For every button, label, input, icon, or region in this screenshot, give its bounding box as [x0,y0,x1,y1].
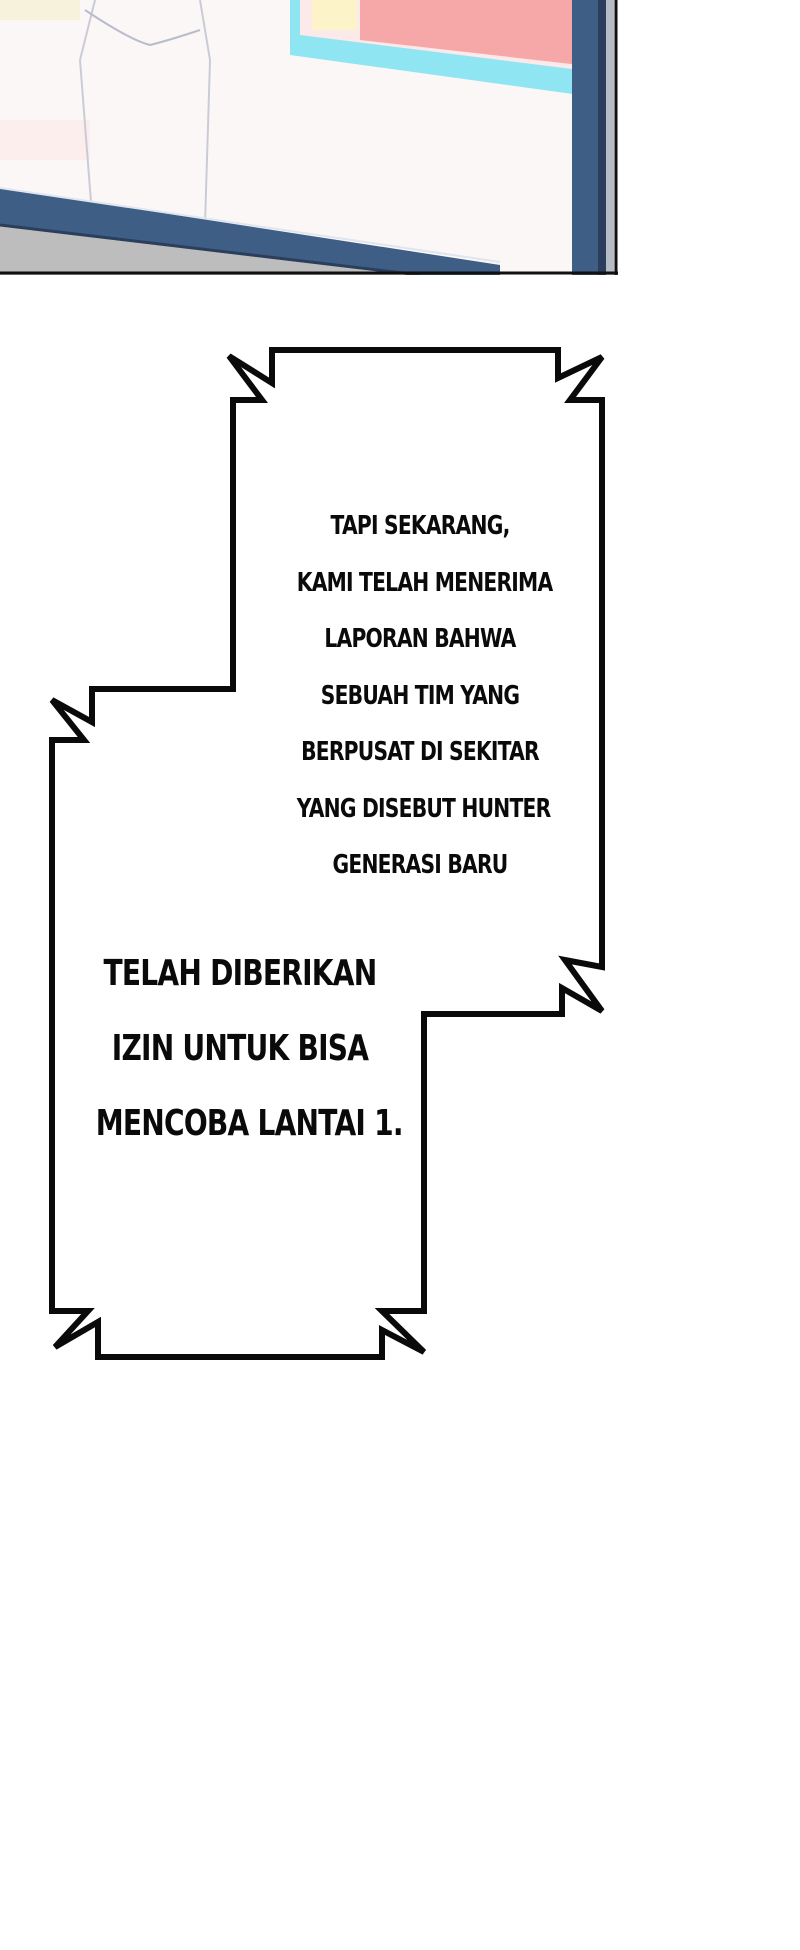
bubble-text-upper: TAPI SEKARANG, KAMI TELAH MENERIMA LAPOR… [296,498,553,894]
comic-panel-monitor [0,0,618,275]
text-line: SEBUAH TIM YANG [320,680,520,711]
text-line: TELAH DIBERIKAN [103,953,378,994]
monitor-illustration [0,0,618,275]
text-line: TAPI SEKARANG, [330,511,510,541]
text-line: KAMI TELAH MENERIMA [296,567,553,598]
text-line: IZIN UNTUK BISA [111,1028,369,1069]
text-line: BERPUSAT DI SEKITAR [301,737,540,767]
bubble-text-lower: TELAH DIBERIKAN IZIN UNTUK BISA MENCOBA … [95,936,404,1161]
text-line: LAPORAN BAHWA [324,624,516,654]
text-line: GENERASI BARU [332,850,509,880]
text-line: YANG DISEBUT HUNTER [296,793,551,824]
text-line: MENCOBA LANTAI 1. [95,1103,404,1144]
